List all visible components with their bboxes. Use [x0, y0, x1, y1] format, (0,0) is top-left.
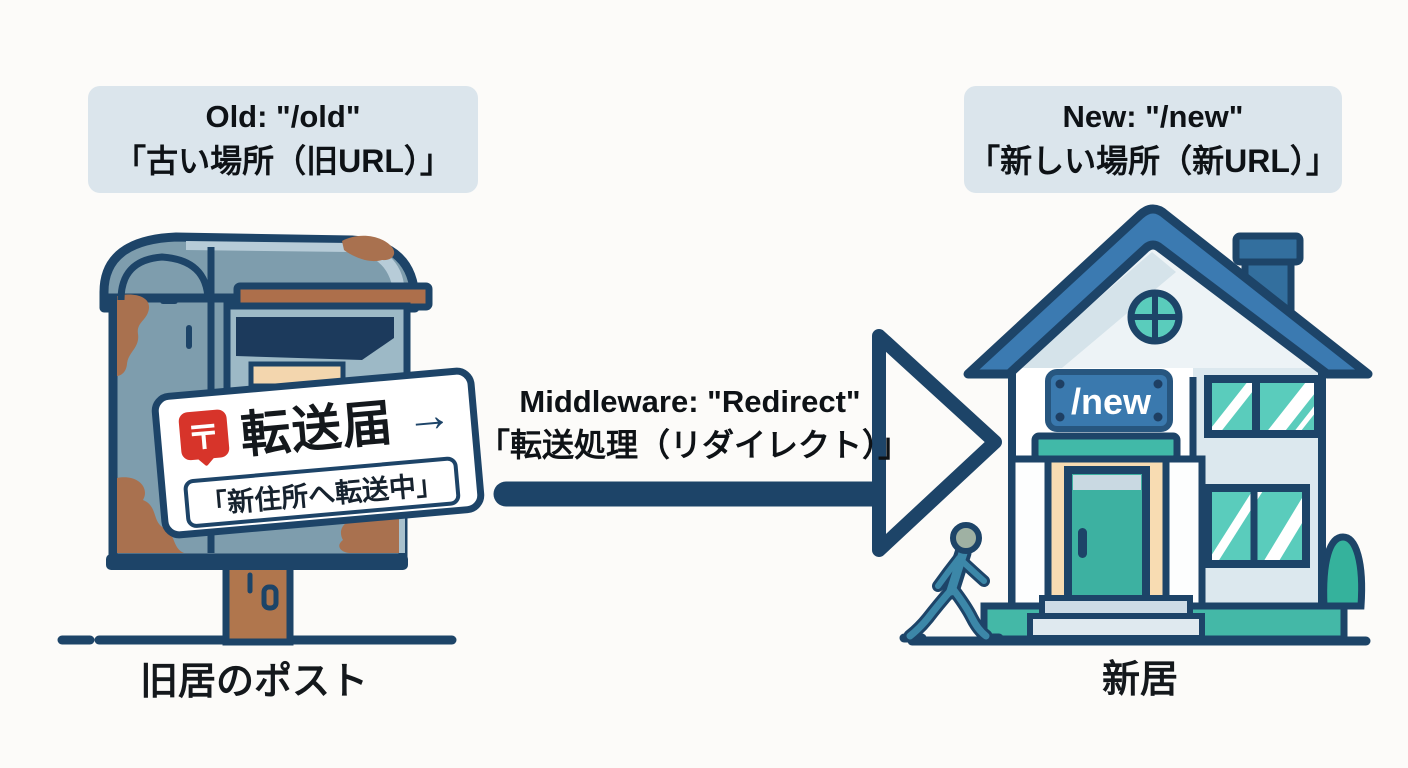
round-window	[1127, 289, 1183, 345]
new-house-illustration: /new	[963, 204, 1373, 643]
entry-steps	[1027, 595, 1205, 641]
old-mailbox-caption: 旧居のポスト	[139, 661, 368, 703]
mailbox-base-plate	[106, 554, 408, 570]
front-door	[1064, 466, 1150, 611]
door-handle	[1078, 528, 1087, 558]
walking-person-icon	[899, 522, 1004, 643]
mailbox-dome-highlight	[186, 241, 404, 298]
old-url-label: Old: "/old" 「古い場所（旧URL）」	[88, 86, 478, 193]
new-url-line1: New: "/new"	[1062, 98, 1244, 134]
new-url-label: New: "/new" 「新しい場所（新URL）」	[964, 86, 1342, 193]
porch-column-left	[1008, 455, 1052, 612]
middleware-line2: 「転送処理（リダイレクト）」	[478, 427, 911, 464]
arrow-right-icon: →	[403, 387, 454, 444]
mailbox-inner-arch	[117, 253, 212, 301]
upper-window	[1204, 375, 1322, 438]
mailbox-post	[222, 554, 294, 646]
porch-awning	[1031, 432, 1181, 463]
mailbox-dome-rust	[342, 235, 395, 262]
old-url-line2: 「古い場所（旧URL）」	[114, 142, 452, 179]
roof	[963, 204, 1373, 379]
arrow-head	[872, 329, 1002, 557]
gable-shading	[1018, 252, 1176, 368]
middleware-line1: Middleware: "Redirect"	[519, 384, 861, 419]
house-sign-label: /new	[1071, 381, 1152, 422]
new-house-sign: /new	[1045, 369, 1173, 432]
postal-mark-icon: 〒	[177, 408, 230, 461]
forwarding-card-title: 転送届	[238, 394, 396, 464]
old-url-line1: Old: "/old"	[205, 98, 361, 134]
redirect-arrow-icon	[493, 329, 1002, 557]
forwarding-card-title-row: 〒 転送届 →	[176, 377, 454, 473]
new-house-caption: 新居	[1101, 659, 1178, 701]
bush	[1320, 533, 1366, 610]
person-head	[950, 522, 982, 554]
new-url-line2: 「新しい場所（新URL）」	[968, 142, 1338, 179]
middleware-label: Middleware: "Redirect" 「転送処理（リダイレクト）」	[478, 382, 911, 467]
lower-window	[1204, 484, 1310, 568]
forwarding-card: 〒 転送届 → 「新住所へ転送中」	[150, 366, 486, 540]
porch	[1008, 432, 1206, 612]
porch-column-right	[1162, 455, 1206, 612]
